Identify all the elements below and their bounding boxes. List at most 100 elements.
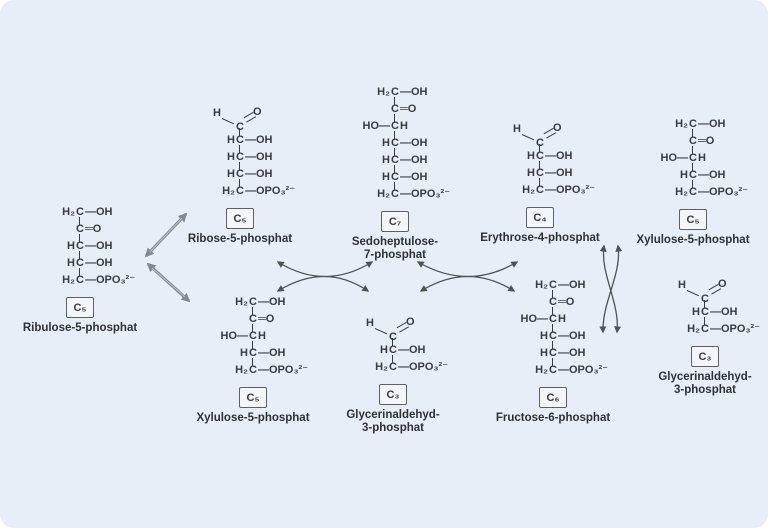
carbon-count-box: C₃: [691, 346, 719, 367]
formula-left: H₂: [62, 206, 75, 218]
formula-right: —OH: [85, 240, 113, 252]
aldehyde-h: H: [213, 107, 221, 119]
formula-right: —OPO₃²⁻: [710, 323, 761, 335]
formula-carbon: C: [391, 137, 399, 149]
formula-left: [37, 221, 75, 238]
molecule-name-line: 7-phosphat: [364, 248, 426, 261]
bond-vertical: [252, 341, 254, 349]
bond-vertical: [252, 307, 254, 315]
formula-right: —OH: [698, 118, 726, 130]
bond-vertical: [539, 161, 541, 169]
aldehyde-h: H: [678, 279, 686, 291]
formula-left: H₂: [535, 279, 548, 291]
formula-carbon: C: [76, 223, 84, 235]
formula-left: [210, 311, 248, 328]
formula-right: —OH: [258, 347, 286, 359]
bond-vertical: [692, 146, 694, 154]
formula-right: —OH: [400, 171, 428, 183]
bond-vertical: [79, 268, 81, 276]
formula-right: —OH: [558, 279, 586, 291]
formula-carbon: C: [76, 206, 84, 218]
bond-vertical: [79, 217, 81, 225]
formula-right: —OPO₃²⁻: [400, 188, 451, 200]
bond-vertical: [552, 324, 554, 332]
formula-right: ═O: [558, 296, 575, 308]
formula-left: H: [382, 154, 390, 166]
molecule-name-line: Xylulose-5-phosphat: [196, 412, 310, 424]
formula-carbon: C: [391, 171, 399, 183]
aldehyde-h: H: [513, 123, 521, 135]
aldehyde-o: O: [253, 106, 262, 118]
molecule-name: Ribose-5-phosphat: [155, 233, 325, 246]
formula-left: H: [382, 171, 390, 183]
molecule-name-line: Glycerinaldehyd-: [346, 409, 440, 421]
bond-vertical: [239, 128, 241, 136]
formula-carbon: C: [391, 103, 399, 115]
formula-carbon: C: [391, 86, 399, 98]
formula-left: H₂: [535, 364, 548, 376]
formula-left: H₂: [235, 364, 248, 376]
formula-carbon: C: [689, 135, 697, 147]
formula-carbon: C: [389, 344, 397, 356]
formula-left: H: [540, 330, 548, 342]
formula-carbon: C: [701, 306, 709, 318]
formula-right: —OH: [698, 169, 726, 181]
formula-left: H: [680, 169, 688, 181]
aldehyde-o: O: [718, 278, 727, 290]
molecule-name-line: Xylulose-5-phosphat: [636, 234, 750, 246]
bond-double-diagonal: [708, 283, 721, 295]
formula-right: —OPO₃²⁻: [85, 274, 136, 286]
bond-single-diagonal: [221, 118, 235, 125]
bond-vertical: [704, 317, 706, 325]
bond-single-diagonal: [686, 290, 700, 297]
formula-carbon: C: [76, 257, 84, 269]
bond-vertical: [539, 144, 541, 152]
formula-left: [650, 133, 688, 150]
formula-right: H: [400, 120, 408, 132]
formula-right: —OH: [400, 86, 428, 98]
formula-left: H: [67, 240, 75, 252]
bond-vertical: [552, 290, 554, 298]
formula-left: H₂: [522, 184, 535, 196]
formula-left: H: [227, 134, 235, 146]
carbon-count-box: C₅: [679, 209, 707, 230]
carbon-count-box: C₇: [381, 211, 409, 232]
formula-left: H: [67, 257, 75, 269]
bond-vertical: [692, 180, 694, 188]
formula-left: H: [527, 167, 535, 179]
aldehyde-h: H: [366, 317, 374, 329]
molecule-name: Glycerinaldehyd-3-phosphat: [620, 371, 768, 396]
formula-left: H: [540, 347, 548, 359]
formula-right: —OPO₃²⁻: [698, 186, 749, 198]
formula-left: HO—: [660, 152, 689, 164]
formula-carbon: C: [391, 154, 399, 166]
formula-right: —OPO₃²⁻: [558, 364, 609, 376]
bond-vertical: [239, 179, 241, 187]
carbon-count-box: C₄: [526, 207, 554, 228]
